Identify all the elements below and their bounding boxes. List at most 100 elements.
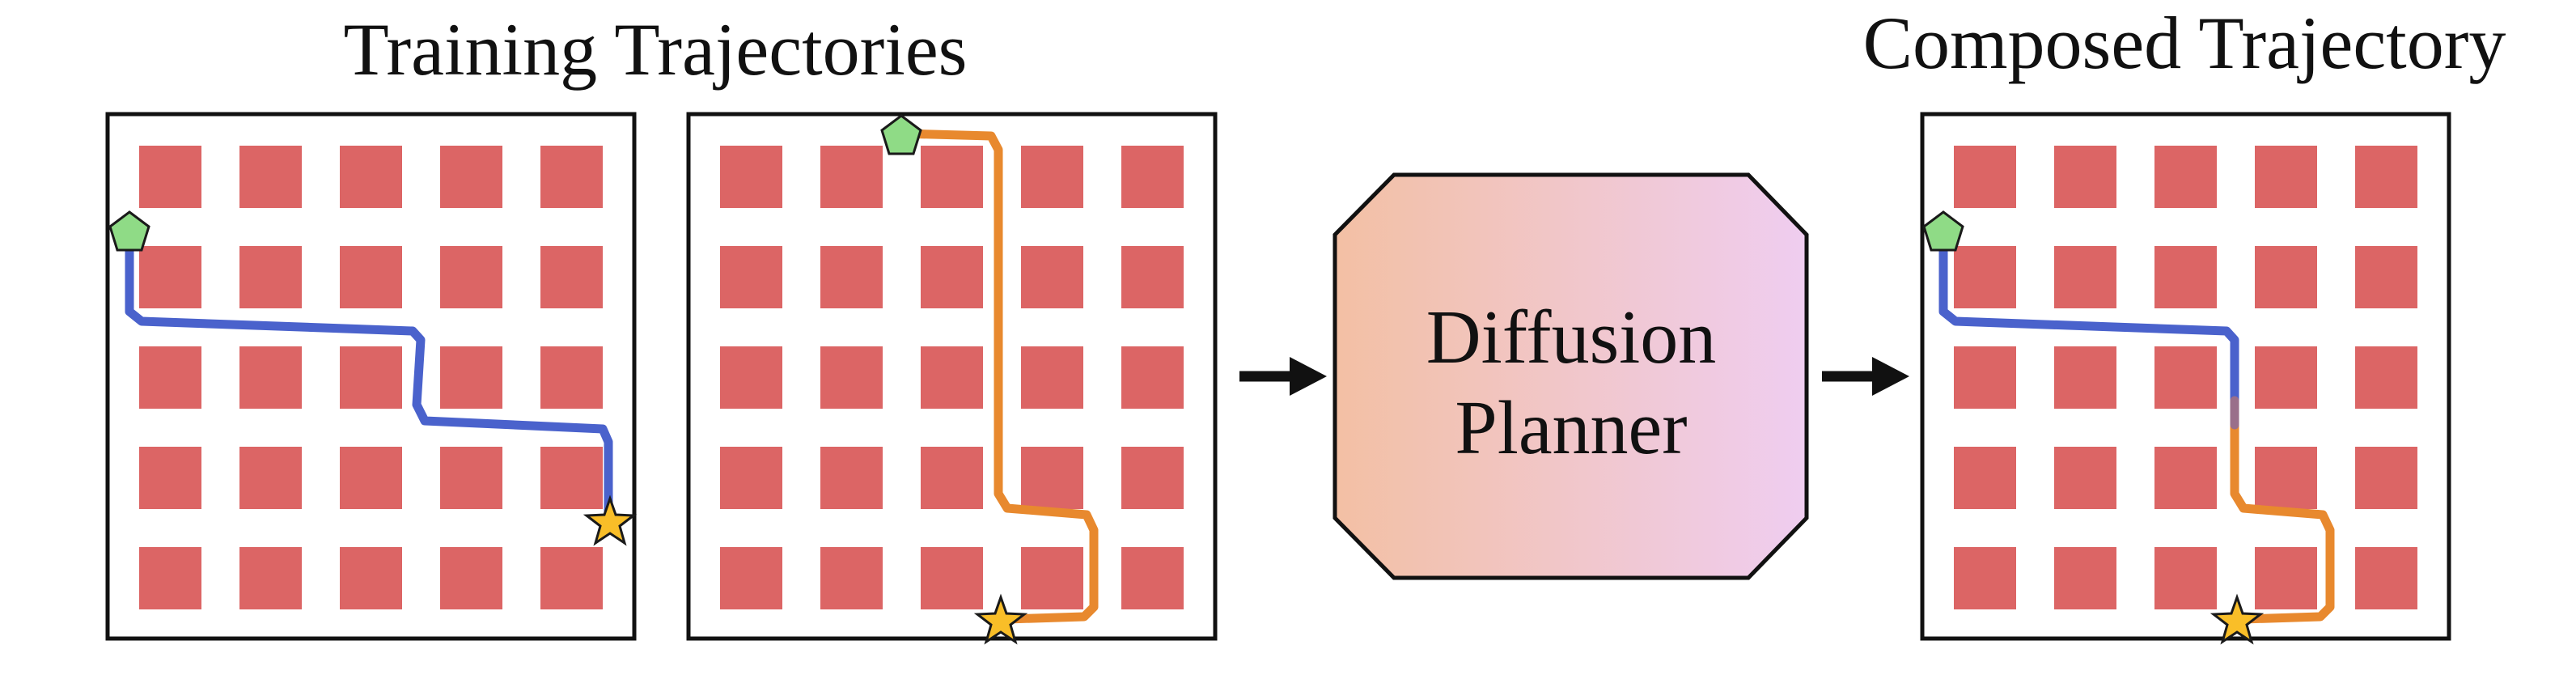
training-grid-panel-2	[686, 112, 1218, 645]
planner-label-line1: Diffusion	[1426, 295, 1717, 380]
obstacle-block	[720, 246, 782, 308]
obstacle-block	[2054, 146, 2116, 208]
obstacle-grid	[139, 146, 603, 609]
obstacle-block	[139, 246, 201, 308]
obstacle-block	[1954, 447, 2016, 509]
obstacle-block	[2355, 447, 2417, 509]
obstacle-block	[720, 346, 782, 409]
obstacle-block	[921, 146, 983, 208]
training-grid-panel-1	[105, 112, 638, 641]
composed-grid-panel	[1920, 112, 2451, 645]
start-pentagon-icon	[108, 210, 150, 252]
obstacle-block	[1021, 246, 1083, 308]
obstacle-block	[921, 346, 983, 409]
obstacle-block	[1121, 146, 1184, 208]
obstacle-block	[820, 346, 883, 409]
obstacle-block	[440, 547, 502, 609]
composed-title: Composed Trajectory	[1863, 2, 2506, 84]
trajectory-composed-blue	[1938, 227, 2239, 418]
obstacle-block	[2154, 346, 2217, 409]
obstacle-block	[139, 146, 201, 208]
obstacle-grid	[720, 146, 1184, 609]
obstacle-block	[921, 547, 983, 609]
obstacle-block	[139, 547, 201, 609]
obstacle-block	[1021, 146, 1083, 208]
obstacle-block	[2255, 346, 2317, 409]
obstacle-block	[1021, 547, 1083, 609]
right-arrow-icon	[1822, 357, 1909, 396]
obstacle-block	[2355, 246, 2417, 308]
goal-star-icon	[583, 494, 638, 546]
obstacle-block	[340, 146, 402, 208]
training-title: Training Trajectories	[344, 8, 968, 91]
obstacle-block	[239, 447, 302, 509]
obstacle-block	[239, 346, 302, 409]
obstacle-block	[1121, 246, 1184, 308]
obstacle-block	[1121, 447, 1184, 509]
diffusion-planner-block: Diffusion Planner	[1332, 172, 1809, 580]
obstacle-block	[921, 447, 983, 509]
start-pentagon-icon	[880, 114, 922, 155]
obstacle-block	[820, 246, 883, 308]
obstacle-block	[820, 447, 883, 509]
obstacle-block	[540, 447, 603, 509]
right-arrow-icon	[1239, 357, 1327, 396]
obstacle-grid	[1954, 146, 2417, 609]
obstacle-block	[2154, 447, 2217, 509]
obstacle-block	[139, 346, 201, 409]
obstacle-block	[2154, 246, 2217, 308]
obstacle-block	[139, 447, 201, 509]
obstacle-block	[340, 246, 402, 308]
obstacle-block	[2255, 146, 2317, 208]
obstacle-block	[2054, 447, 2116, 509]
obstacle-block	[440, 246, 502, 308]
obstacle-block	[540, 246, 603, 308]
obstacle-block	[440, 346, 502, 409]
obstacle-block	[1121, 547, 1184, 609]
obstacle-block	[1021, 346, 1083, 409]
obstacle-block	[2355, 146, 2417, 208]
obstacle-block	[720, 146, 782, 208]
trajectory-blue	[125, 227, 613, 523]
planner-octagon	[1332, 172, 1809, 580]
obstacle-block	[1954, 547, 2016, 609]
goal-star-icon	[973, 593, 1028, 645]
obstacle-block	[540, 346, 603, 409]
obstacle-block	[1021, 447, 1083, 509]
obstacle-block	[2154, 547, 2217, 609]
obstacle-block	[820, 547, 883, 609]
obstacle-block	[1121, 346, 1184, 409]
planner-label-line2: Planner	[1455, 386, 1687, 470]
obstacle-block	[340, 346, 402, 409]
obstacle-block	[2355, 346, 2417, 409]
obstacle-block	[340, 447, 402, 509]
obstacle-block	[921, 246, 983, 308]
obstacle-block	[1954, 146, 2016, 208]
obstacle-block	[1954, 246, 2016, 308]
goal-star-icon	[2210, 593, 2265, 645]
obstacle-block	[2255, 547, 2317, 609]
obstacle-block	[239, 146, 302, 208]
trajectory-composed-orange	[2230, 408, 2335, 624]
obstacle-block	[540, 547, 603, 609]
obstacle-block	[2355, 547, 2417, 609]
obstacle-block	[2054, 346, 2116, 409]
obstacle-block	[1954, 346, 2016, 409]
obstacle-block	[720, 447, 782, 509]
obstacle-block	[2255, 447, 2317, 509]
start-pentagon-icon	[1922, 210, 1964, 252]
obstacle-block	[720, 547, 782, 609]
obstacle-block	[340, 547, 402, 609]
obstacle-block	[2054, 547, 2116, 609]
obstacle-block	[2054, 246, 2116, 308]
obstacle-block	[239, 246, 302, 308]
obstacle-block	[820, 146, 883, 208]
obstacle-block	[2255, 246, 2317, 308]
trajectory-orange	[896, 129, 1099, 624]
obstacle-block	[440, 146, 502, 208]
obstacle-block	[2154, 146, 2217, 208]
obstacle-block	[239, 547, 302, 609]
obstacle-block	[540, 146, 603, 208]
obstacle-block	[440, 447, 502, 509]
